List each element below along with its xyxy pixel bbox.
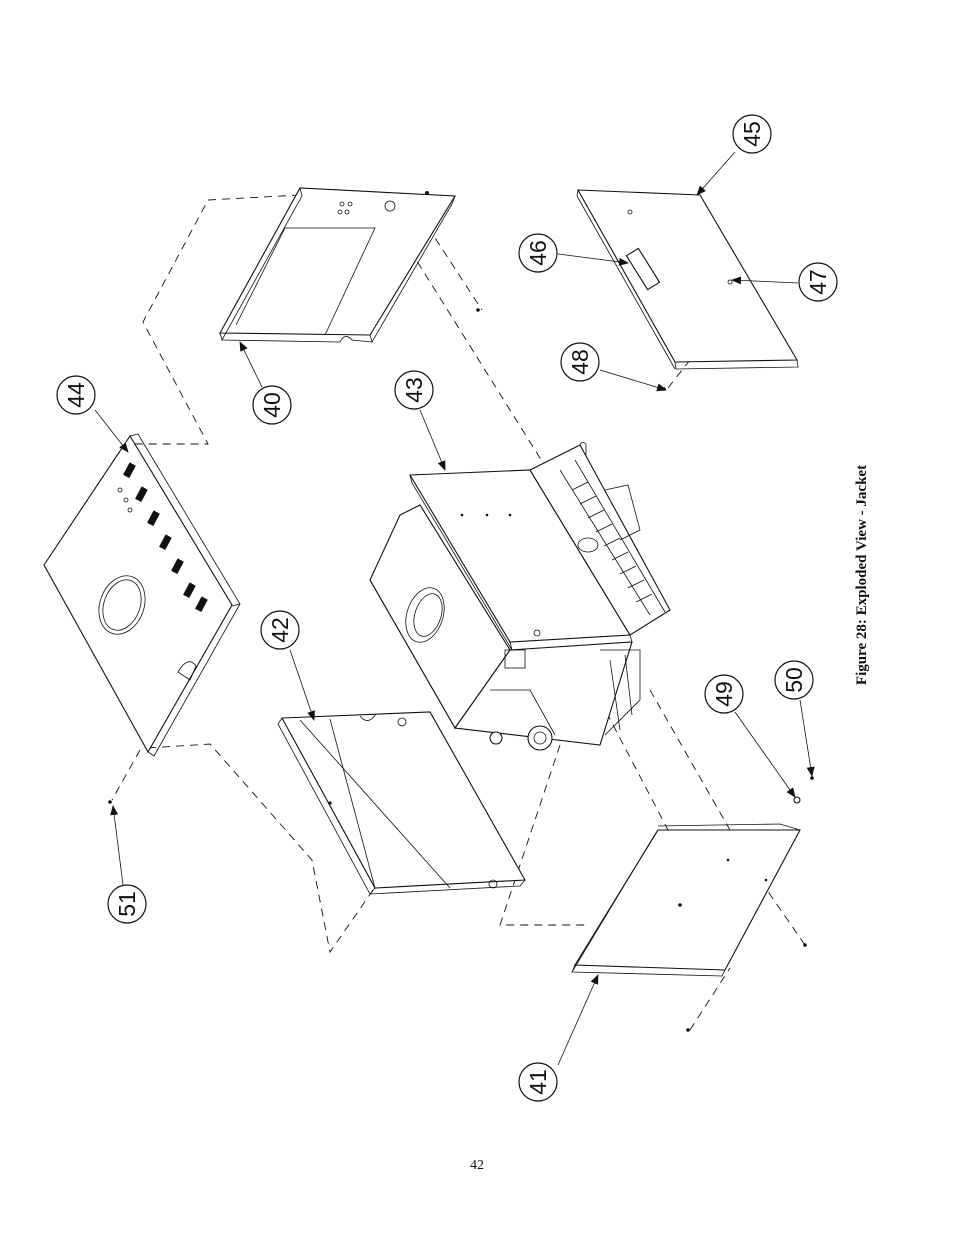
burner-tubes bbox=[571, 481, 653, 603]
leader-lines bbox=[94, 151, 815, 1066]
callout-44-label: 44 bbox=[63, 382, 89, 408]
fastener-50 bbox=[810, 776, 814, 780]
callout-47-label: 47 bbox=[805, 269, 831, 295]
side-panel-40 bbox=[219, 187, 480, 344]
callout-40: 40 bbox=[252, 385, 292, 425]
callout-42: 42 bbox=[260, 610, 300, 650]
callout-46-label: 46 bbox=[525, 240, 551, 266]
fastener-51 bbox=[108, 800, 112, 804]
callout-43-label: 43 bbox=[401, 377, 427, 403]
callout-45: 45 bbox=[732, 114, 772, 154]
callout-50: 50 bbox=[774, 660, 814, 700]
side-panel-41 bbox=[571, 823, 807, 1032]
callout-46: 46 bbox=[518, 233, 558, 273]
side-panel-42 bbox=[277, 711, 526, 895]
callout-48: 48 bbox=[560, 342, 600, 382]
callout-47: 47 bbox=[798, 262, 838, 302]
callout-51: 51 bbox=[107, 884, 147, 924]
hardware-parts bbox=[108, 776, 814, 804]
figure-caption: Figure 28: Exploded View - Jacket bbox=[854, 465, 870, 685]
callout-51-label: 51 bbox=[114, 891, 140, 917]
callout-43: 43 bbox=[394, 370, 434, 410]
callout-44: 44 bbox=[56, 375, 96, 415]
callout-41: 41 bbox=[518, 1062, 558, 1102]
callout-49: 49 bbox=[704, 674, 744, 714]
callout-40-label: 40 bbox=[259, 392, 285, 418]
boiler-assembly-43 bbox=[369, 441, 671, 751]
vent-slots bbox=[123, 462, 208, 613]
front-panel-44 bbox=[43, 433, 241, 757]
callout-41-label: 41 bbox=[525, 1069, 551, 1095]
fastener-49 bbox=[793, 796, 801, 804]
top-panel-45 bbox=[576, 189, 799, 391]
callout-45-label: 45 bbox=[739, 121, 765, 147]
callout-50-label: 50 bbox=[781, 667, 807, 693]
callout-48-label: 48 bbox=[567, 349, 593, 375]
callout-49-label: 49 bbox=[711, 681, 737, 707]
callout-42-label: 42 bbox=[267, 617, 293, 643]
page-number: 42 bbox=[470, 1158, 484, 1173]
